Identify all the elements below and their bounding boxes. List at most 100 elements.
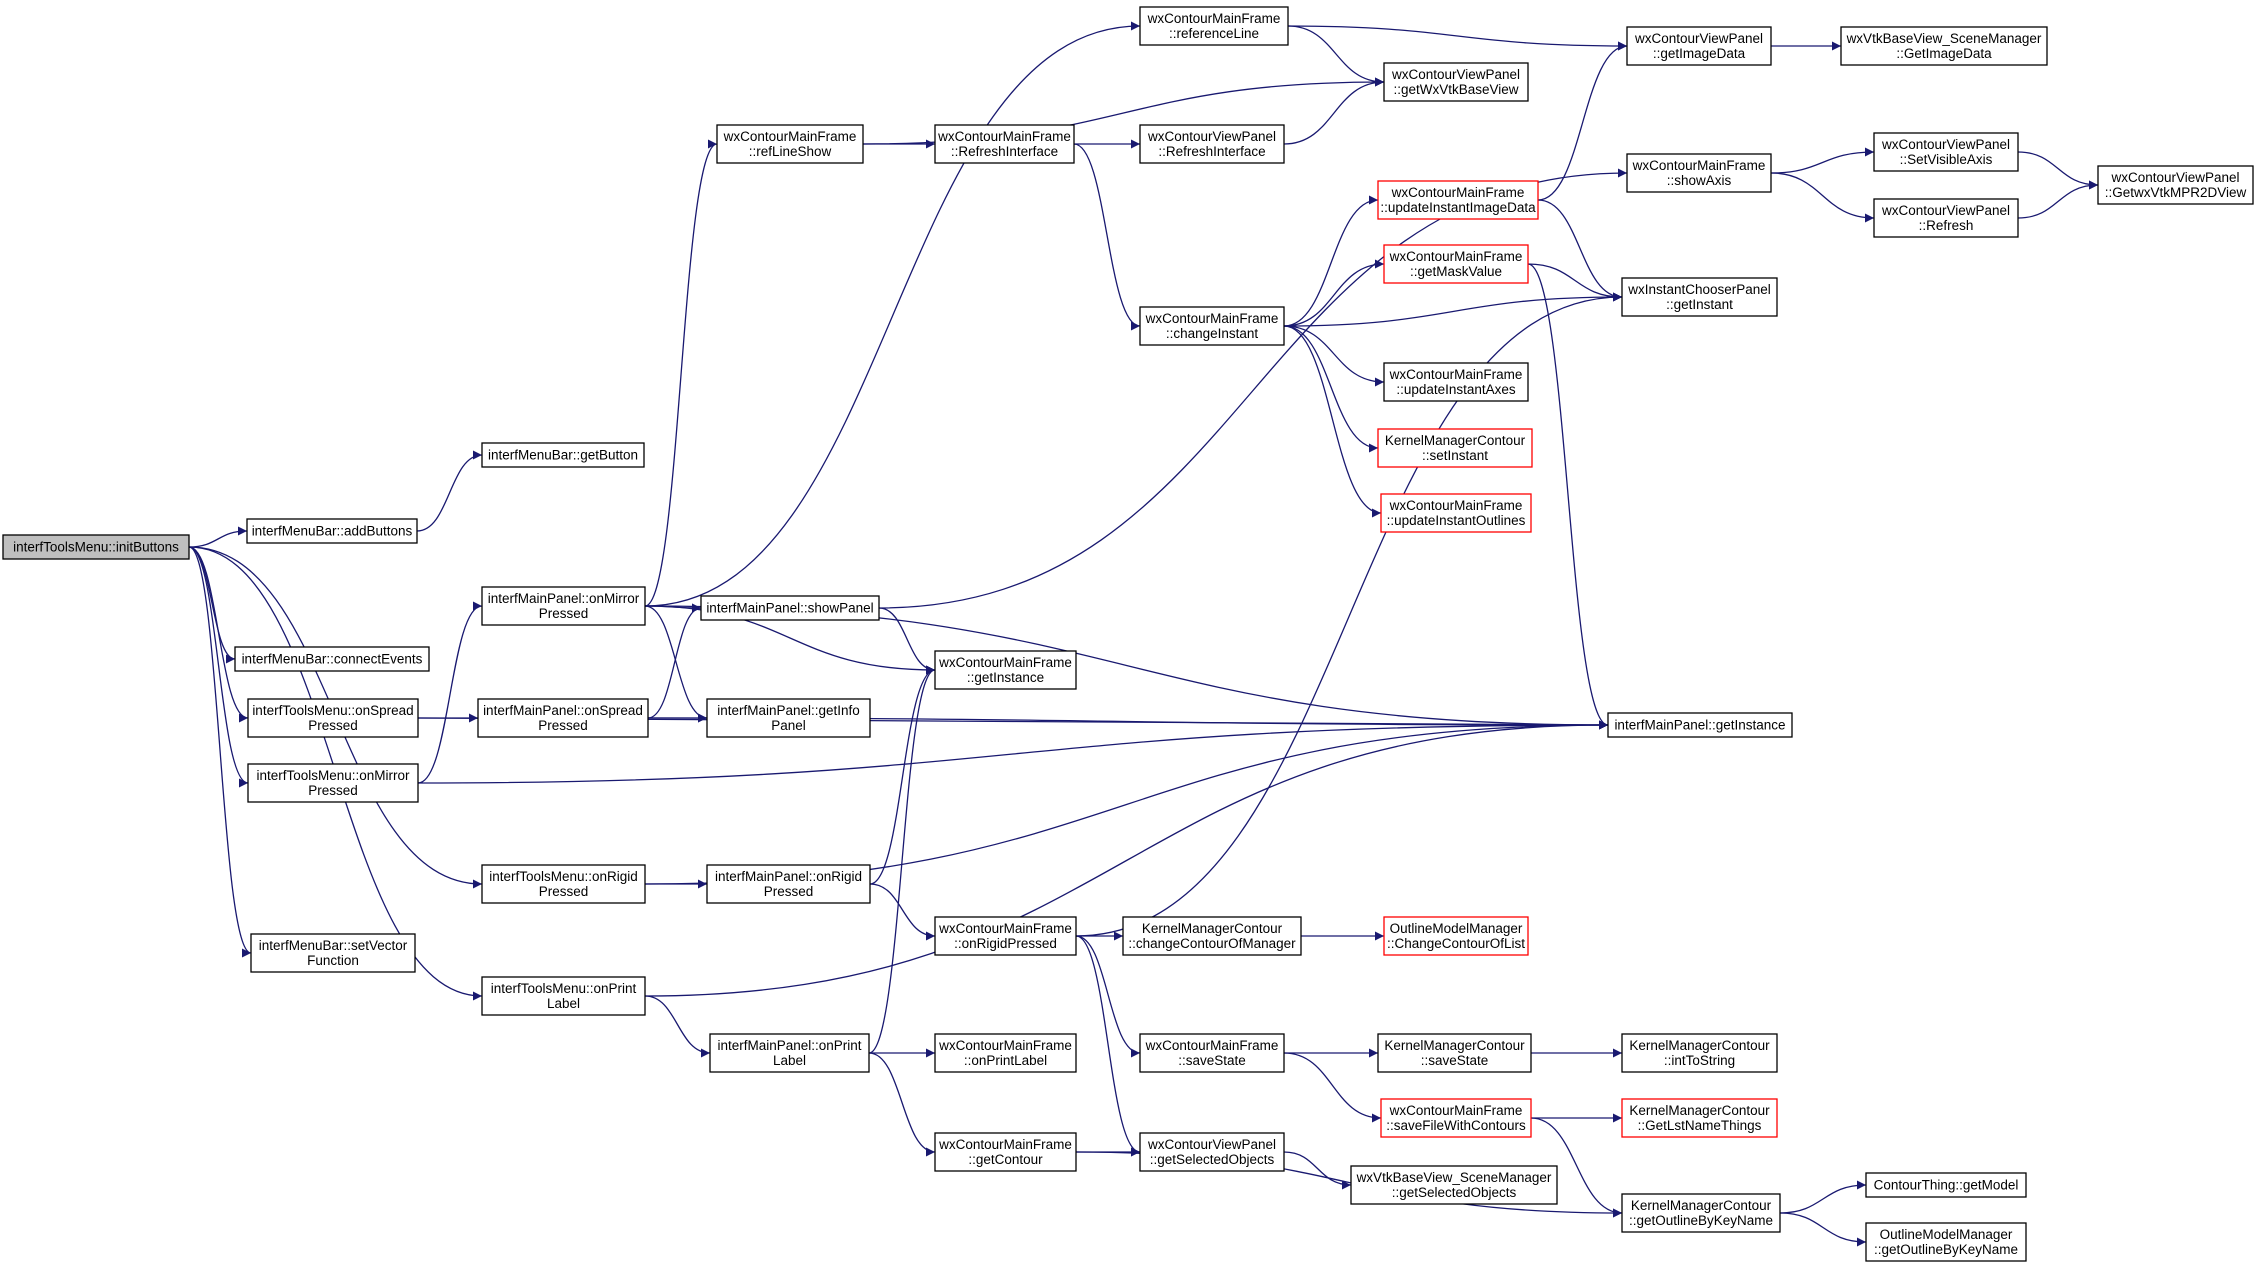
call-edge-tmOnPrintLabel-to-mpOnPrintLabel <box>644 995 711 1058</box>
node-label-line: ::GetImageData <box>1896 46 1992 61</box>
function-node-initButtons[interactable]: interfToolsMenu::initButtons <box>2 534 190 560</box>
node-label-line: wxContourMainFrame <box>938 655 1072 670</box>
node-label-line: wxContourViewPanel <box>1634 31 1763 46</box>
node-box <box>477 698 649 738</box>
function-node-updateInstantImageData[interactable]: wxContourMainFrame::updateInstantImageDa… <box>1377 180 1539 220</box>
node-box <box>1873 132 2019 172</box>
node-label-line: Pressed <box>308 718 358 733</box>
function-node-kmSetInstant[interactable]: KernelManagerContour::setInstant <box>1377 428 1533 468</box>
node-label-line: ContourThing::getModel <box>1874 1178 2019 1193</box>
node-box <box>1377 180 1539 220</box>
function-node-addButtons[interactable]: interfMenuBar::addButtons <box>246 518 418 544</box>
call-edge-addButtons-to-getButton <box>416 450 483 532</box>
call-edge-mpOnRigid-to-mfGetInstance <box>869 665 936 885</box>
function-node-getLstNameThings[interactable]: KernelManagerContour::GetLstNameThings <box>1621 1098 1778 1138</box>
node-label-line: ::refLineShow <box>749 144 832 159</box>
function-node-saveFileWithContours[interactable]: wxContourMainFrame::saveFileWithContours <box>1380 1098 1532 1138</box>
call-edge-getOutlineByKeyName-to-omGetOutlineByKeyName <box>1779 1212 1867 1247</box>
function-node-refLineShow[interactable]: wxContourMainFrame::refLineShow <box>716 124 864 164</box>
function-node-mfGetInstance[interactable]: wxContourMainFrame::getInstance <box>934 650 1077 690</box>
function-node-getModel[interactable]: ContourThing::getModel <box>1865 1172 2027 1198</box>
function-node-kmChangeContour[interactable]: KernelManagerContour::changeContourOfMan… <box>1122 916 1302 956</box>
node-label-line: interfMainPanel::onRigid <box>715 869 862 884</box>
node-label-line: ::getSelectedObjects <box>1150 1152 1275 1167</box>
function-node-mfGetContour[interactable]: wxContourMainFrame::getContour <box>934 1132 1077 1172</box>
function-node-icGetInstant[interactable]: wxInstantChooserPanel::getInstant <box>1621 277 1778 317</box>
node-label-line: interfToolsMenu::initButtons <box>13 540 179 555</box>
node-label-line: KernelManagerContour <box>1142 921 1283 936</box>
function-node-showAxis[interactable]: wxContourMainFrame::showAxis <box>1626 153 1772 193</box>
function-node-getMaskValue[interactable]: wxContourMainFrame::getMaskValue <box>1383 244 1529 284</box>
node-box <box>1383 916 1529 956</box>
node-box <box>1383 362 1529 402</box>
node-label-line: interfMenuBar::connectEvents <box>242 652 423 667</box>
node-label-line: wxVtkBaseView_SceneManager <box>1846 31 2042 46</box>
function-node-updateInstantOutlines[interactable]: wxContourMainFrame::updateInstantOutline… <box>1380 493 1532 533</box>
function-node-tmOnPrintLabel[interactable]: interfToolsMenu::onPrintLabel <box>481 976 646 1016</box>
node-label-line: wxContourMainFrame <box>1389 249 1523 264</box>
function-node-sceneGetSelected[interactable]: wxVtkBaseView_SceneManager::getSelectedO… <box>1350 1165 1558 1205</box>
function-node-mpGetInstance[interactable]: interfMainPanel::getInstance <box>1607 712 1793 738</box>
function-node-setVisibleAxis[interactable]: wxContourViewPanel::SetVisibleAxis <box>1873 132 2019 172</box>
call-edge-mpOnSpread-to-showPanel <box>647 603 702 719</box>
node-layer: interfToolsMenu::initButtonsinterfMenuBa… <box>2 6 2254 1262</box>
node-label-line: ::showAxis <box>1667 173 1732 188</box>
function-node-tmOnRigid[interactable]: interfToolsMenu::onRigidPressed <box>481 864 646 904</box>
call-edge-getMaskValue-to-mpGetInstance <box>1527 263 1609 730</box>
call-edge-setVisibleAxis-to-getWxVtkMPR2DView <box>2017 151 2099 190</box>
node-label-line: wxContourMainFrame <box>723 129 857 144</box>
function-node-mpOnRigid[interactable]: interfMainPanel::onRigidPressed <box>706 864 871 904</box>
function-node-vpRefreshSimple[interactable]: wxContourViewPanel::Refresh <box>1873 198 2019 238</box>
call-edge-showAxis-to-setVisibleAxis <box>1770 147 1875 174</box>
function-node-changeInstant[interactable]: wxContourMainFrame::changeInstant <box>1139 306 1285 346</box>
function-node-updateInstantAxes[interactable]: wxContourMainFrame::updateInstantAxes <box>1383 362 1529 402</box>
node-box <box>481 976 646 1016</box>
node-box <box>934 1033 1077 1073</box>
function-node-getWxVtkBaseView[interactable]: wxContourViewPanel::getWxVtkBaseView <box>1383 62 1529 102</box>
function-node-getButton[interactable]: interfMenuBar::getButton <box>481 442 645 468</box>
function-node-vpGetImageData[interactable]: wxContourViewPanel::getImageData <box>1626 26 1772 66</box>
function-node-showPanel[interactable]: interfMainPanel::showPanel <box>700 595 880 621</box>
node-label-line: ::getWxVtkBaseView <box>1393 82 1518 97</box>
function-node-omGetOutlineByKeyName[interactable]: OutlineModelManager::getOutlineByKeyName <box>1865 1222 2027 1262</box>
node-box <box>1621 1193 1781 1233</box>
node-label-line: ::RefreshInterface <box>951 144 1058 159</box>
call-edge-updateInstantImageData-to-icGetInstant <box>1537 199 1623 302</box>
node-box <box>716 124 864 164</box>
function-node-mfOnPrintLabel[interactable]: wxContourMainFrame::onPrintLabel <box>934 1033 1077 1073</box>
node-label-line: Label <box>547 996 580 1011</box>
node-box <box>1139 6 1289 46</box>
function-node-referenceLine[interactable]: wxContourMainFrame::referenceLine <box>1139 6 1289 46</box>
node-label-line: wxContourMainFrame <box>938 1137 1072 1152</box>
node-box <box>1873 198 2019 238</box>
function-node-omChangeContour[interactable]: OutlineModelManager::ChangeContourOfList <box>1383 916 1529 956</box>
function-node-getSelectedObjects[interactable]: wxContourViewPanel::getSelectedObjects <box>1139 1132 1285 1172</box>
call-edge-saveFileWithContours-to-getOutlineByKeyName <box>1530 1117 1623 1218</box>
function-node-mpOnPrintLabel[interactable]: interfMainPanel::onPrintLabel <box>709 1033 870 1073</box>
function-node-connectEvents[interactable]: interfMenuBar::connectEvents <box>234 646 430 672</box>
function-node-vpRefresh[interactable]: wxContourViewPanel::RefreshInterface <box>1139 124 1285 164</box>
node-box <box>1626 153 1772 193</box>
function-node-mfRefresh[interactable]: wxContourMainFrame::RefreshInterface <box>934 124 1075 164</box>
node-box <box>1139 124 1285 164</box>
function-node-onRigidPressed[interactable]: wxContourMainFrame::onRigidPressed <box>934 916 1077 956</box>
node-box <box>934 650 1077 690</box>
function-node-kmSaveState[interactable]: KernelManagerContour::saveState <box>1377 1033 1532 1073</box>
call-edge-tmOnMirror-to-mpOnMirror <box>417 601 483 784</box>
function-node-mfSaveState[interactable]: wxContourMainFrame::saveState <box>1139 1033 1285 1073</box>
node-label-line: ::changeContourOfManager <box>1128 936 1296 951</box>
node-box <box>1840 26 2048 66</box>
function-node-intToString[interactable]: KernelManagerContour::intToString <box>1621 1033 1778 1073</box>
node-box <box>1865 1172 2027 1198</box>
node-label-line: ::changeInstant <box>1166 326 1259 341</box>
function-node-getWxVtkMPR2DView[interactable]: wxContourViewPanel::GetwxVtkMPR2DView <box>2097 165 2254 205</box>
function-node-sceneGetImageData[interactable]: wxVtkBaseView_SceneManager::GetImageData <box>1840 26 2048 66</box>
function-node-getOutlineByKeyName[interactable]: KernelManagerContour::getOutlineByKeyNam… <box>1621 1193 1781 1233</box>
call-edge-getSelectedObjects-to-sceneGetSelected <box>1283 1151 1352 1190</box>
